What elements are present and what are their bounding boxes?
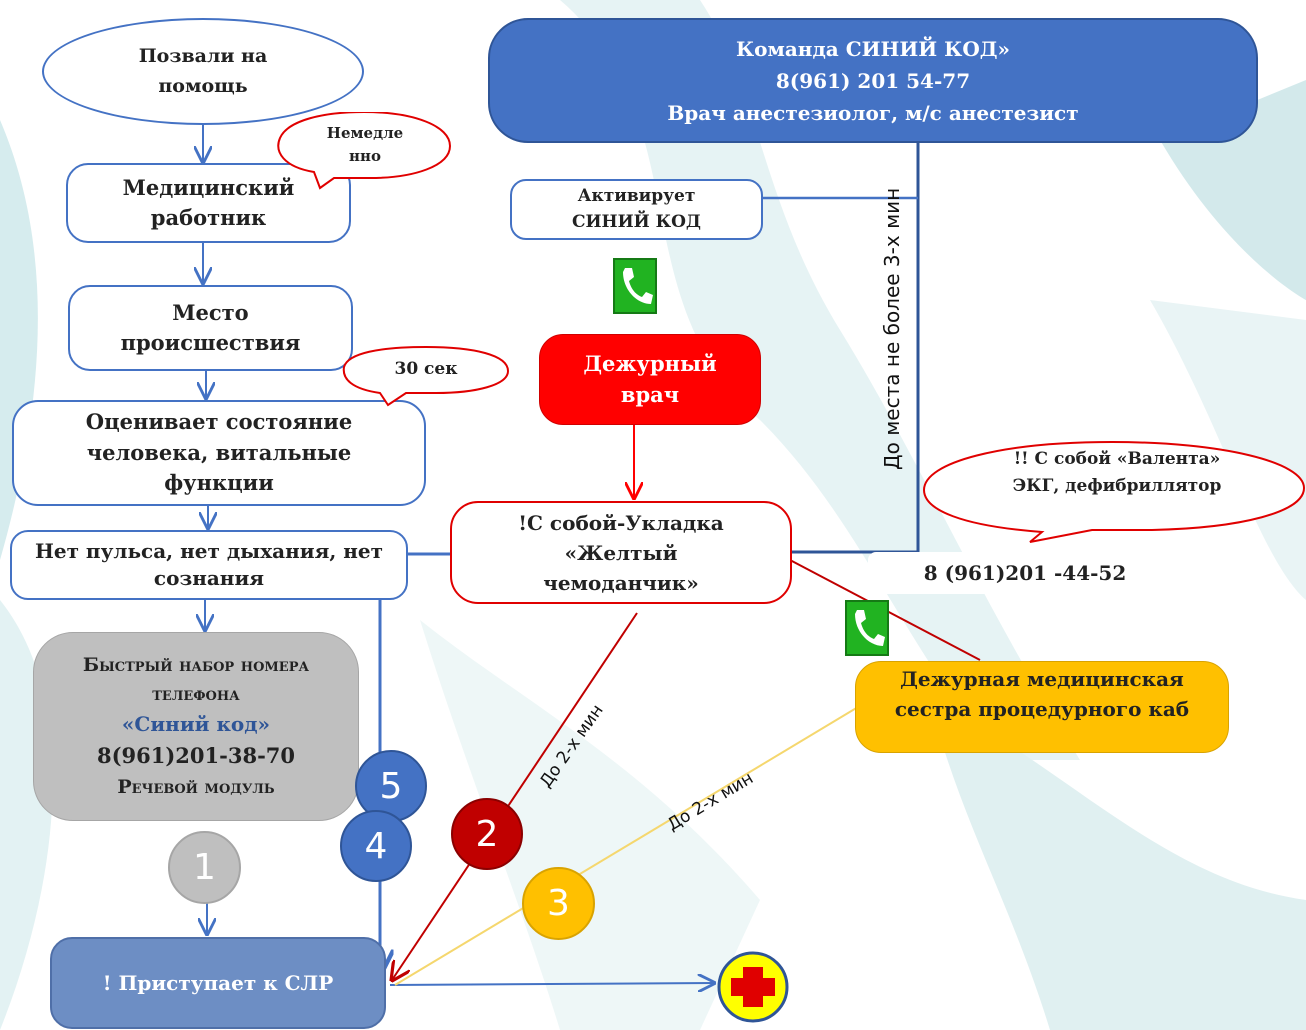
step-4-circle: 4	[340, 810, 412, 882]
callout-seconds: 30 сек	[340, 345, 512, 407]
assess-text: Оценивает состояние человека, витальные …	[85, 409, 353, 496]
nurse-phone-text: 8 (961)201 -44-52	[923, 561, 1127, 585]
phone-handset-icon	[623, 268, 653, 304]
quick-dial-phone: 8(961)201-38-70	[96, 743, 296, 769]
call-help-text: Позвали на помощь	[138, 45, 268, 97]
activates-text: Активирует СИНИЙ КОД	[571, 186, 702, 232]
first-aid-cross-icon	[716, 950, 790, 1024]
quick-dial-box: Быстрый набор номера телефона «Синий код…	[33, 632, 359, 821]
place-box: Место происшествия	[68, 285, 353, 371]
callout-seconds-shape	[342, 345, 510, 407]
callout-immediately: Немедле нно	[274, 112, 452, 190]
nurse-box: Дежурная медицинская сестра процедурного…	[855, 661, 1229, 753]
callout-equipment-text: !! С собой «Валента» ЭКГ, дефибриллятор	[1012, 449, 1222, 497]
kit-box: !С собой-Укладка «Желтый чемоданчик»	[450, 501, 792, 604]
no-pulse-box: Нет пульса, нет дыхания, нет сознания	[10, 530, 408, 600]
medic-text: Медицинский работник	[122, 174, 295, 230]
step-1-circle: 1	[168, 831, 241, 904]
step-3-circle: 3	[522, 867, 595, 940]
quick-dial-line1: Быстрый набор номера телефона	[82, 653, 310, 705]
medic-box: Медицинский работник	[66, 163, 351, 243]
phone-icon-nurse	[845, 600, 889, 656]
cpr-box: ! Приступает к СЛР	[50, 937, 386, 1029]
no-pulse-text: Нет пульса, нет дыхания, нет сознания	[34, 539, 384, 590]
step-2-circle: 2	[451, 798, 523, 870]
duty-doctor-text: Дежурный врач	[583, 351, 717, 407]
callout-equipment-shape	[922, 440, 1306, 543]
team-box: Команда СИНИЙ КОД» 8(961) 201 54-77 Врач…	[488, 18, 1258, 143]
callout-seconds-text: 30 сек	[394, 359, 458, 379]
assess-box: Оценивает состояние человека, витальные …	[12, 400, 426, 506]
team-phone: 8(961) 201 54-77	[775, 68, 971, 93]
call-help-oval: Позвали на помощь	[42, 18, 364, 125]
quick-dial-code: «Синий код»	[121, 712, 271, 737]
team-travel-label: До места не более 3-х мин	[880, 187, 904, 470]
phone-handset-icon	[855, 610, 885, 646]
callout-immediately-text: Немедле нно	[326, 124, 404, 166]
quick-dial-line2: Речевой модуль	[117, 775, 275, 798]
phone-icon-activates	[613, 258, 657, 314]
callout-equipment: !! С собой «Валента» ЭКГ, дефибриллятор	[922, 440, 1306, 544]
callout-immediately-shape	[277, 112, 452, 190]
nurse-text: Дежурная медицинская сестра процедурного…	[894, 667, 1190, 721]
nurse-phone-label: 8 (961)201 -44-52	[868, 552, 1182, 594]
activates-box: Активирует СИНИЙ КОД	[510, 179, 763, 240]
team-members: Врач анестезиолог, м/с анестезист	[667, 100, 1079, 125]
kit-text: !С собой-Укладка «Желтый чемоданчик»	[518, 510, 724, 595]
first-aid-cross-shape	[717, 951, 789, 1023]
cpr-text: ! Приступает к СЛР	[102, 970, 334, 995]
team-title: Команда СИНИЙ КОД»	[735, 36, 1011, 61]
duty-doctor-box: Дежурный врач	[539, 334, 761, 425]
place-text: Место происшествия	[120, 299, 301, 355]
